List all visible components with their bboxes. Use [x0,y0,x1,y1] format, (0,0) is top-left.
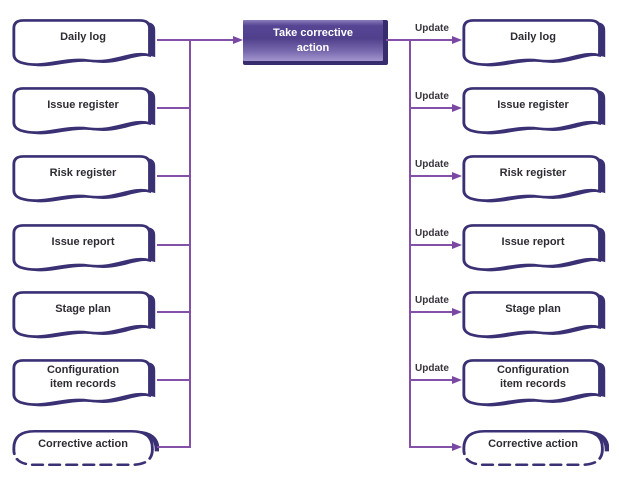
node-left-stage-plan: Stage plan [11,288,159,344]
node-left-corrective-action: Corrective action [11,427,159,469]
node-left-risk-register: Risk register [11,152,159,208]
document-shape-icon [462,86,607,136]
connector-update-issue-report [409,244,452,246]
document-shape-icon [462,290,607,340]
edge-label-update: Update [415,91,449,102]
node-right-risk-register: Risk register [461,152,609,208]
document-shape-icon [12,154,157,204]
take-corrective-action-box: Take corrective action [243,20,388,65]
document-shape-icon [462,223,607,273]
document-shape-icon [12,358,157,408]
action-box-label: Take corrective action [273,27,353,54]
connector-left-issue-report [157,244,190,246]
arrowhead-update-daily-log-icon [452,36,462,44]
arrowhead-update-configuration-item-records-icon [452,376,462,384]
connector-update-configuration-item-records [409,379,452,381]
node-left-issue-register: Issue register [11,84,159,140]
document-shape-icon [12,290,157,340]
connector-update-corrective-action [409,446,452,448]
edge-label-update: Update [415,228,449,239]
document-shape-icon [462,18,607,68]
right-bus-line [409,39,411,448]
left-bus-line [189,39,191,448]
node-right-daily-log: Daily log [461,16,609,72]
arrowhead-update-risk-register-icon [452,172,462,180]
edge-label-update: Update [415,363,449,374]
edge-label-update: Update [415,159,449,170]
node-left-daily-log: Daily log [11,16,159,72]
document-shape-icon [12,223,157,273]
arrowhead-into-action-box-icon [233,36,243,44]
node-left-issue-report: Issue report [11,221,159,277]
connector-update-stage-plan [409,311,452,313]
edge-label-update: Update [415,23,449,34]
arrowhead-update-issue-register-icon [452,104,462,112]
document-shape-icon [462,154,607,204]
connector-update-risk-register [409,175,452,177]
document-shape-icon [12,18,157,68]
node-right-issue-report: Issue report [461,221,609,277]
node-right-corrective-action: Corrective action [461,427,609,469]
connector-left-daily-log [157,39,234,41]
arrowhead-update-stage-plan-icon [452,308,462,316]
document-shape-icon [462,358,607,408]
node-left-configuration-item-records: Configuration item records [11,356,159,412]
connector-left-corrective-action [157,446,190,448]
connector-box-to-right-bus [386,39,452,41]
rounded-dashed-shape-icon [11,427,159,469]
arrowhead-update-corrective-action-icon [452,443,462,451]
arrowhead-update-issue-report-icon [452,241,462,249]
connector-update-issue-register [409,107,452,109]
connector-left-stage-plan [157,311,190,313]
document-shape-icon [12,86,157,136]
node-right-issue-register: Issue register [461,84,609,140]
action-box-face: Take corrective action [243,20,383,61]
node-right-configuration-item-records: Configuration item records [461,356,609,412]
connector-left-configuration-item-records [157,379,190,381]
edge-label-update: Update [415,295,449,306]
node-right-stage-plan: Stage plan [461,288,609,344]
rounded-dashed-shape-icon [461,427,609,469]
connector-left-issue-register [157,107,190,109]
connector-left-risk-register [157,175,190,177]
